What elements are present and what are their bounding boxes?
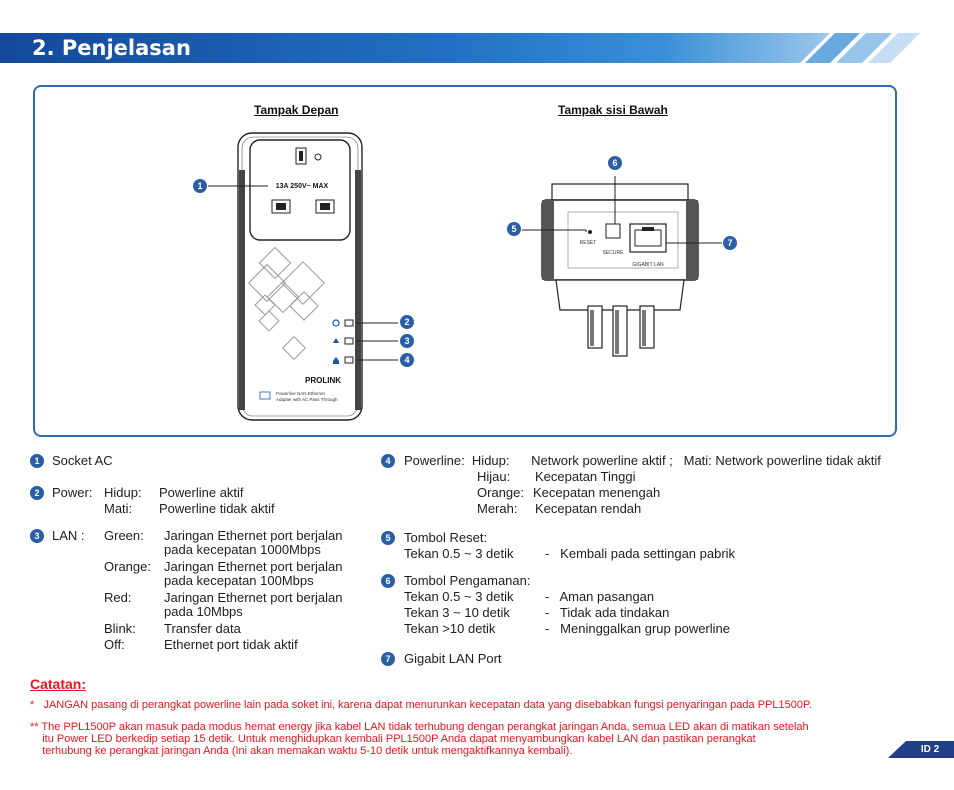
pl-merah-key: Merah: [477,501,518,516]
marker-6: 6 [608,156,622,170]
desc-1-num: 1 [30,454,44,468]
device-model-line2: Adapter with AC Pass Through [276,397,338,402]
desc-powerline: 4 Powerline: Hidup: Network powerline ak… [381,453,941,517]
secure-row2-val: - Tidak ada tindakan [545,605,670,620]
pl-merah-val: Kecepatan rendah [535,501,642,516]
lan-orange-key: Orange: [104,559,151,574]
lan-orange-val: Jaringan Ethernet port berjalan [164,559,343,574]
pl-hijau-val: Kecepatan Tinggi [535,469,636,484]
note-2-line1: ** The PPL1500P akan masuk pada modus he… [30,721,809,733]
section-header-bar [0,33,920,63]
secure-label: SECURE [603,250,625,256]
desc-lan: 3 LAN : Green: Jaringan Ethernet port be… [30,528,370,653]
device-model-line1: Powerline NAN Ethernet [276,391,326,396]
page-number-badge: ID 2 [906,741,954,758]
note-2-line3: terhubung ke perangkat jaringan Anda (In… [30,745,573,757]
desc-4-line1: Powerline: Hidup: Network powerline akti… [404,453,881,468]
desc-5-title: Tombol Reset: [404,530,488,545]
desc-6-title: Tombol Pengamanan: [404,573,531,588]
secure-row1-key: Tekan 0.5 ~ 3 detik [404,589,514,604]
pl-orange-val: Kecepatan menengah [533,485,661,500]
desc-1-text: Socket AC [52,453,113,468]
pl-orange-key: Orange: [477,485,524,500]
secure-row2-key: Tekan 3 ~ 10 detik [404,605,510,620]
secure-row1-val: - Aman pasangan [545,589,655,604]
front-view-caption: Tampak Depan [254,103,339,117]
marker-3: 3 [400,334,414,348]
reset-label: RESET [580,240,597,246]
page-badge-tail [888,741,906,758]
marker-5: 5 [507,222,521,236]
device-figure-box [33,85,897,437]
desc-reset-button: 5 Tombol Reset: Tekan 0.5 ~ 3 detik - Ke… [381,530,941,562]
desc-power: 2 Power: Hidup: Powerline aktif Mati: Po… [30,485,370,517]
bottom-view-illustration: RESET SECURE GIGABIT LAN [522,176,722,357]
desc-3-num: 3 [30,529,44,543]
lan-green-val2: pada kecepatan 1000Mbps [164,542,321,557]
notes-title: Catatan: [30,676,87,692]
note-2-line2: itu Power LED berkedip setiap 15 detik. … [30,733,756,745]
desc-gigabit-lan: 7 Gigabit LAN Port [381,651,681,667]
marker-2: 2 [400,315,414,329]
desc-2-row1-key: Hidup: [104,485,142,500]
desc-7-text: Gigabit LAN Port [404,651,502,666]
desc-2-row2-key: Mati: [104,501,133,516]
desc-2-row1-val: Powerline aktif [159,485,244,500]
page-title: 2. Penjelasan [32,36,191,60]
desc-2-label: Power: [52,485,93,500]
lan-off-key: Off: [104,637,125,652]
lan-orange-val2: pada kecepatan 100Mbps [164,573,314,588]
desc-2-row2-val: Powerline tidak aktif [159,501,275,516]
desc-5-num: 5 [381,531,395,545]
lan-red-val2: pada 10Mbps [164,604,243,619]
desc-security-button: 6 Tombol Pengamanan: Tekan 0.5 ~ 3 detik… [381,573,941,637]
secure-row3-key: Tekan >10 detik [404,621,496,636]
socket-rating-label: 13A 250V~ MAX [276,183,329,190]
lan-green-key: Green: [104,528,144,543]
desc-4-num: 4 [381,454,395,468]
marker-4: 4 [400,353,414,367]
desc-socket-ac: 1 Socket AC [30,453,113,469]
reset-row1-key: Tekan 0.5 ~ 3 detik [404,546,514,561]
desc-2-num: 2 [30,486,44,500]
device-brand-label: PROLINK [305,376,341,385]
pl-hijau-key: Hijau: [477,469,511,484]
lan-green-val: Jaringan Ethernet port berjalan [164,528,343,543]
lan-off-val: Ethernet port tidak aktif [164,637,298,652]
desc-6-num: 6 [381,574,395,588]
lan-blink-key: Blink: [104,621,136,636]
bottom-view-caption: Tampak sisi Bawah [558,103,668,117]
desc-7-num: 7 [381,652,395,666]
desc-3-label: LAN : [52,528,85,543]
reset-row1-val: - Kembali pada settingan pabrik [545,546,736,561]
secure-row3-val: - Meninggalkan grup powerline [545,621,730,636]
lan-blink-val: Transfer data [164,621,241,636]
front-view-illustration: 13A 250V~ MAX PROLINK Powerline NAN Ethe… [208,132,398,421]
note-1: * JANGAN pasang di perangkat powerline l… [30,699,812,711]
gigabit-lan-label: GIGABIT LAN [632,262,664,268]
marker-7: 7 [723,236,737,250]
lan-red-val: Jaringan Ethernet port berjalan [164,590,343,605]
marker-1: 1 [193,179,207,193]
lan-red-key: Red: [104,590,132,605]
